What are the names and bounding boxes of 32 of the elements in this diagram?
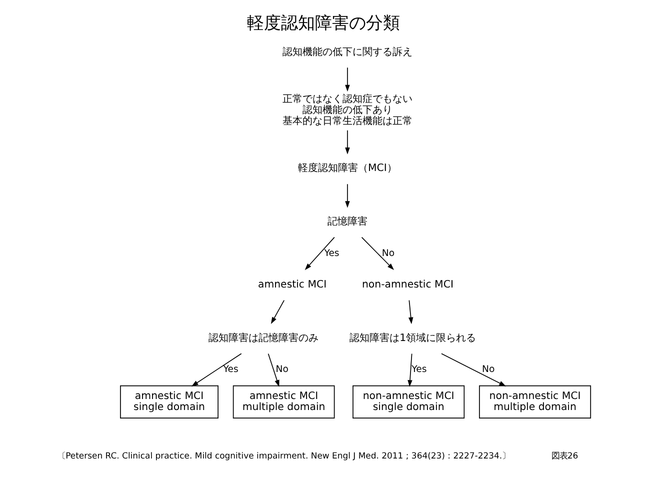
node-text: amnestic MCI	[258, 279, 327, 290]
arrow	[345, 184, 350, 208]
node-text: non-amnestic MCI	[362, 279, 454, 290]
arrow	[304, 236, 335, 270]
arrow	[408, 353, 412, 387]
node-box: amnestic MCI multiple domain	[232, 385, 335, 418]
arrow	[191, 353, 242, 386]
diagram-title: 軽度認知障害の分類	[247, 13, 400, 34]
node-text: 認知機能の低下に関する訴え	[282, 46, 412, 58]
edge-label: No	[276, 364, 288, 376]
arrow	[345, 67, 350, 92]
edge-label: Yes	[412, 364, 427, 376]
edge-label: No	[482, 364, 495, 376]
node-box: non-amnestic MCI multiple domain	[479, 385, 592, 418]
arrow	[270, 300, 285, 324]
caption: 〔Petersen RC. Clinical practice. Mild cognitive impairment. New Engl J Med. 2011 ; 364(23) : 2227-2234.〕	[58, 450, 510, 460]
arrow	[361, 236, 394, 270]
node-text: 記憶障害	[327, 216, 368, 228]
node-text: 軽度認知障害（MCI）	[298, 163, 397, 174]
arrow	[408, 300, 414, 324]
arrow	[345, 130, 350, 154]
edge-label: No	[382, 248, 395, 259]
edge-label: Yes	[324, 248, 340, 259]
node-box: amnestic MCI single domain	[120, 385, 218, 418]
node-text: 認知障害は記憶障害のみ	[208, 332, 318, 344]
node-box: non-amnestic MCI single domain	[352, 385, 465, 418]
arrow	[268, 353, 280, 387]
node-text: 認知障害は1領域に限られる	[350, 332, 476, 344]
label: 図表26	[551, 450, 578, 460]
arrow	[441, 353, 506, 386]
edge-label: Yes	[223, 364, 238, 376]
node-text: 正常ではなく認知症でもない 認知機能の低下あり 基本的な日常生活機能は正常	[282, 94, 412, 128]
